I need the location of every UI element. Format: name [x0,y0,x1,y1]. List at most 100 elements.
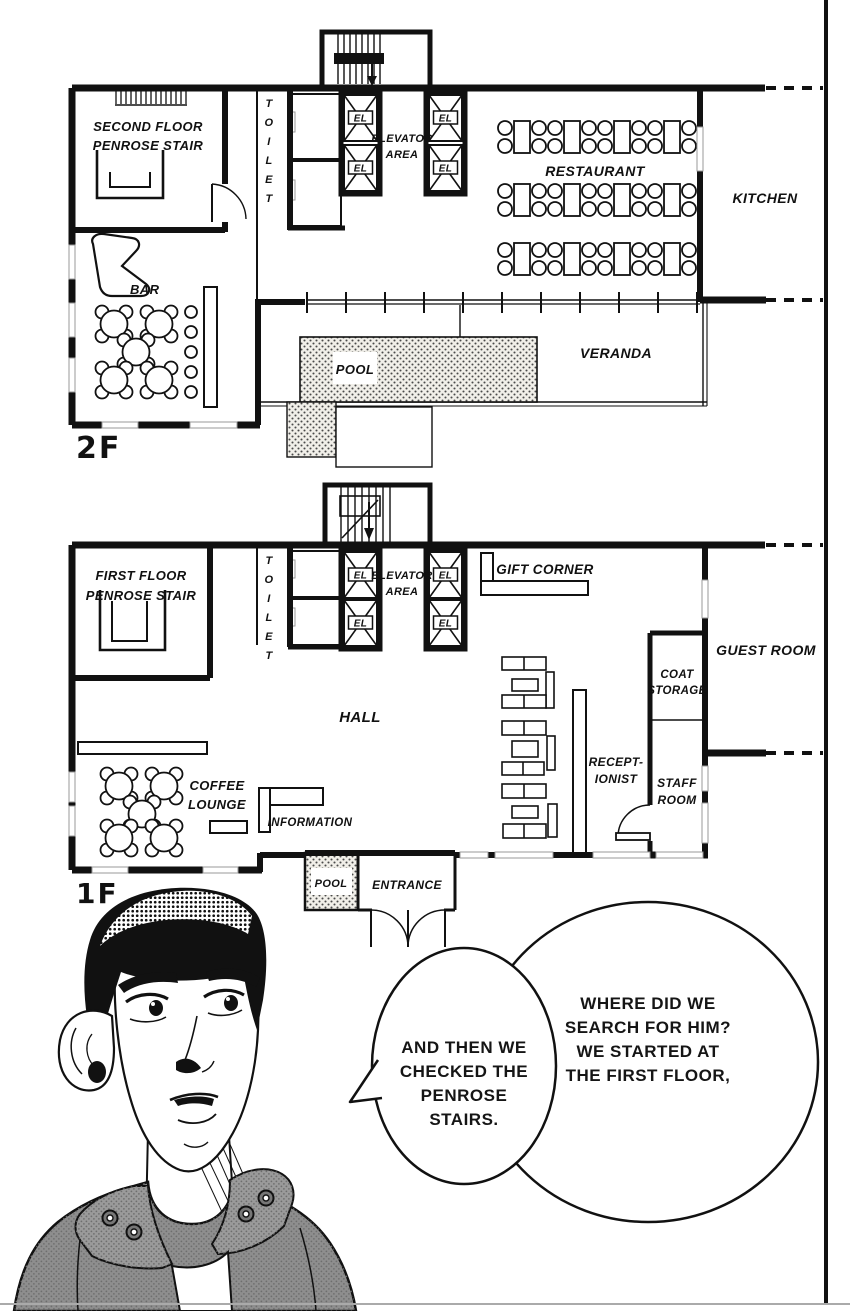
speech-bubble-left [370,946,558,1186]
penrose-stair-room-2f [95,89,247,222]
panel-border-right [824,0,828,1305]
windows-1f [68,579,709,874]
room-label-bar: BAR [130,282,160,297]
el-label: EL [439,164,453,175]
room-label-hall: HALL [339,709,381,726]
penrose-stair-icon-2f [95,150,165,200]
restaurant-tables [497,120,697,276]
speech-text-left: AND THEN WE CHECKED THE PENROSE STAIRS. [389,1036,539,1132]
room-label-information: INFORMATION [268,817,353,829]
speech-line: CHECKED THE [399,1062,529,1081]
pool-label-2f: POOL [336,362,374,377]
elevator-block-1f: EL EL EL EL [288,546,468,652]
speech-line: SEARCH FOR HIM? [564,1018,732,1037]
windows-2f [68,126,704,429]
penrose-stair-icon-1f [98,590,167,652]
room-label-restaurant: RESTAURANT [545,163,645,179]
room-label-guest-room: GUEST ROOM [716,642,816,658]
bar-furniture [91,232,218,408]
penrose-stair-room-1f [98,590,167,652]
pool-area-2f [260,292,708,468]
el-label: EL [354,114,368,125]
room-label-penrose-2f-line2: PENROSE STAIR [93,138,204,153]
bar-icon [91,232,151,298]
svg-text:E: E [265,174,273,186]
el-label: EL [439,619,453,630]
toilet-label-2f: T O I L E T [265,98,274,205]
svg-text:I: I [267,593,271,605]
hair [84,887,267,1056]
room-label-staff-room-line1: STAFF [657,776,697,790]
toilet-label-1f: T O I L E T [265,555,274,662]
svg-text:O: O [265,117,274,129]
svg-text:L: L [265,612,272,624]
room-label-receptionist-line2: IONIST [595,772,639,786]
room-label-staff-room-line2: ROOM [658,793,698,807]
svg-text:I: I [267,136,271,148]
lobby-seating [501,656,558,839]
elevator-area-label-2f-line1: ELEVATOR [371,133,432,145]
gift-corner-shelves [480,552,589,596]
svg-text:E: E [265,631,273,643]
speech-line: PENROSE [420,1086,508,1105]
floor-label-1f: 1F [76,877,119,910]
information-counter [258,787,324,833]
character-portrait [12,887,358,1311]
veranda-railing-ticks [306,292,698,313]
svg-text:T: T [265,98,273,110]
speech-bubbles [348,900,820,1224]
panel-border-bottom [0,1303,850,1305]
pool-extension-deck [335,406,433,468]
floor-plan-2f: EL EL EL EL SECOND FLOOR PENROSE STAIR T… [68,29,823,468]
room-label-penrose-1f-line2: PENROSE STAIR [86,588,197,603]
scene-bottom [12,887,820,1311]
el-label: EL [354,164,368,175]
elevator-area-label-1f-line2: AREA [385,586,419,598]
speech-line: AND THEN WE [401,1038,527,1057]
svg-text:O: O [265,574,274,586]
hair-screentone [100,890,252,946]
room-label-veranda: VERANDA [580,345,652,361]
svg-text:T: T [265,555,273,567]
reception-counter [572,689,651,854]
el-label: EL [354,619,368,630]
elevator-area-label-2f-line2: AREA [385,149,419,161]
speech-line: STAIRS. [429,1110,499,1129]
speech-bubble-tail [348,1059,383,1104]
room-label-penrose-2f-line1: SECOND FLOOR [93,119,203,134]
elevator-shaft-labels-1f: EL EL EL EL [347,567,459,630]
speech-text-right: WHERE DID WE SEARCH FOR HIM? WE STARTED … [533,992,763,1088]
speech-line: WE STARTED AT [576,1042,720,1061]
room-label-penrose-1f-line1: FIRST FLOOR [95,568,186,583]
svg-text:L: L [265,155,272,167]
pool-label-1f: POOL [315,878,348,890]
stairs-icon-1f [322,482,433,545]
svg-text:T: T [265,650,273,662]
coffee-lounge-furniture [77,741,248,858]
room-label-coffee-lounge-line1: COFFEE [189,778,244,793]
collar-buttons [101,1189,275,1241]
room-label-kitchen: KITCHEN [732,190,798,206]
pool-extension-stipple [286,401,337,458]
bar-counter [203,286,218,408]
room-label-coat-storage-line2: STORAGE [647,685,706,697]
speech-line: WHERE DID WE [580,994,716,1013]
pool-2f [299,336,538,403]
stairs-icon-2f [319,29,433,88]
elevator-area-label-1f-line1: ELEVATOR [371,570,432,582]
entrance-doors [370,909,446,948]
room-label-receptionist-line1: RECEPT- [589,755,644,769]
room-label-coffee-lounge-line2: LOUNGE [188,797,246,812]
svg-text:T: T [265,193,273,205]
el-label: EL [439,571,453,582]
undershirt [170,1249,234,1311]
floor-plan-1f: EL EL EL EL [68,482,823,948]
el-label: EL [439,114,453,125]
elevator-block-2f: EL EL EL EL [288,89,468,227]
floor-label-2f: 2F [76,431,121,466]
room-label-gift-corner: GIFT CORNER [496,562,593,577]
speech-line: THE FIRST FLOOR, [565,1066,731,1085]
el-label: EL [354,571,368,582]
room-label-entrance: ENTRANCE [372,878,442,892]
